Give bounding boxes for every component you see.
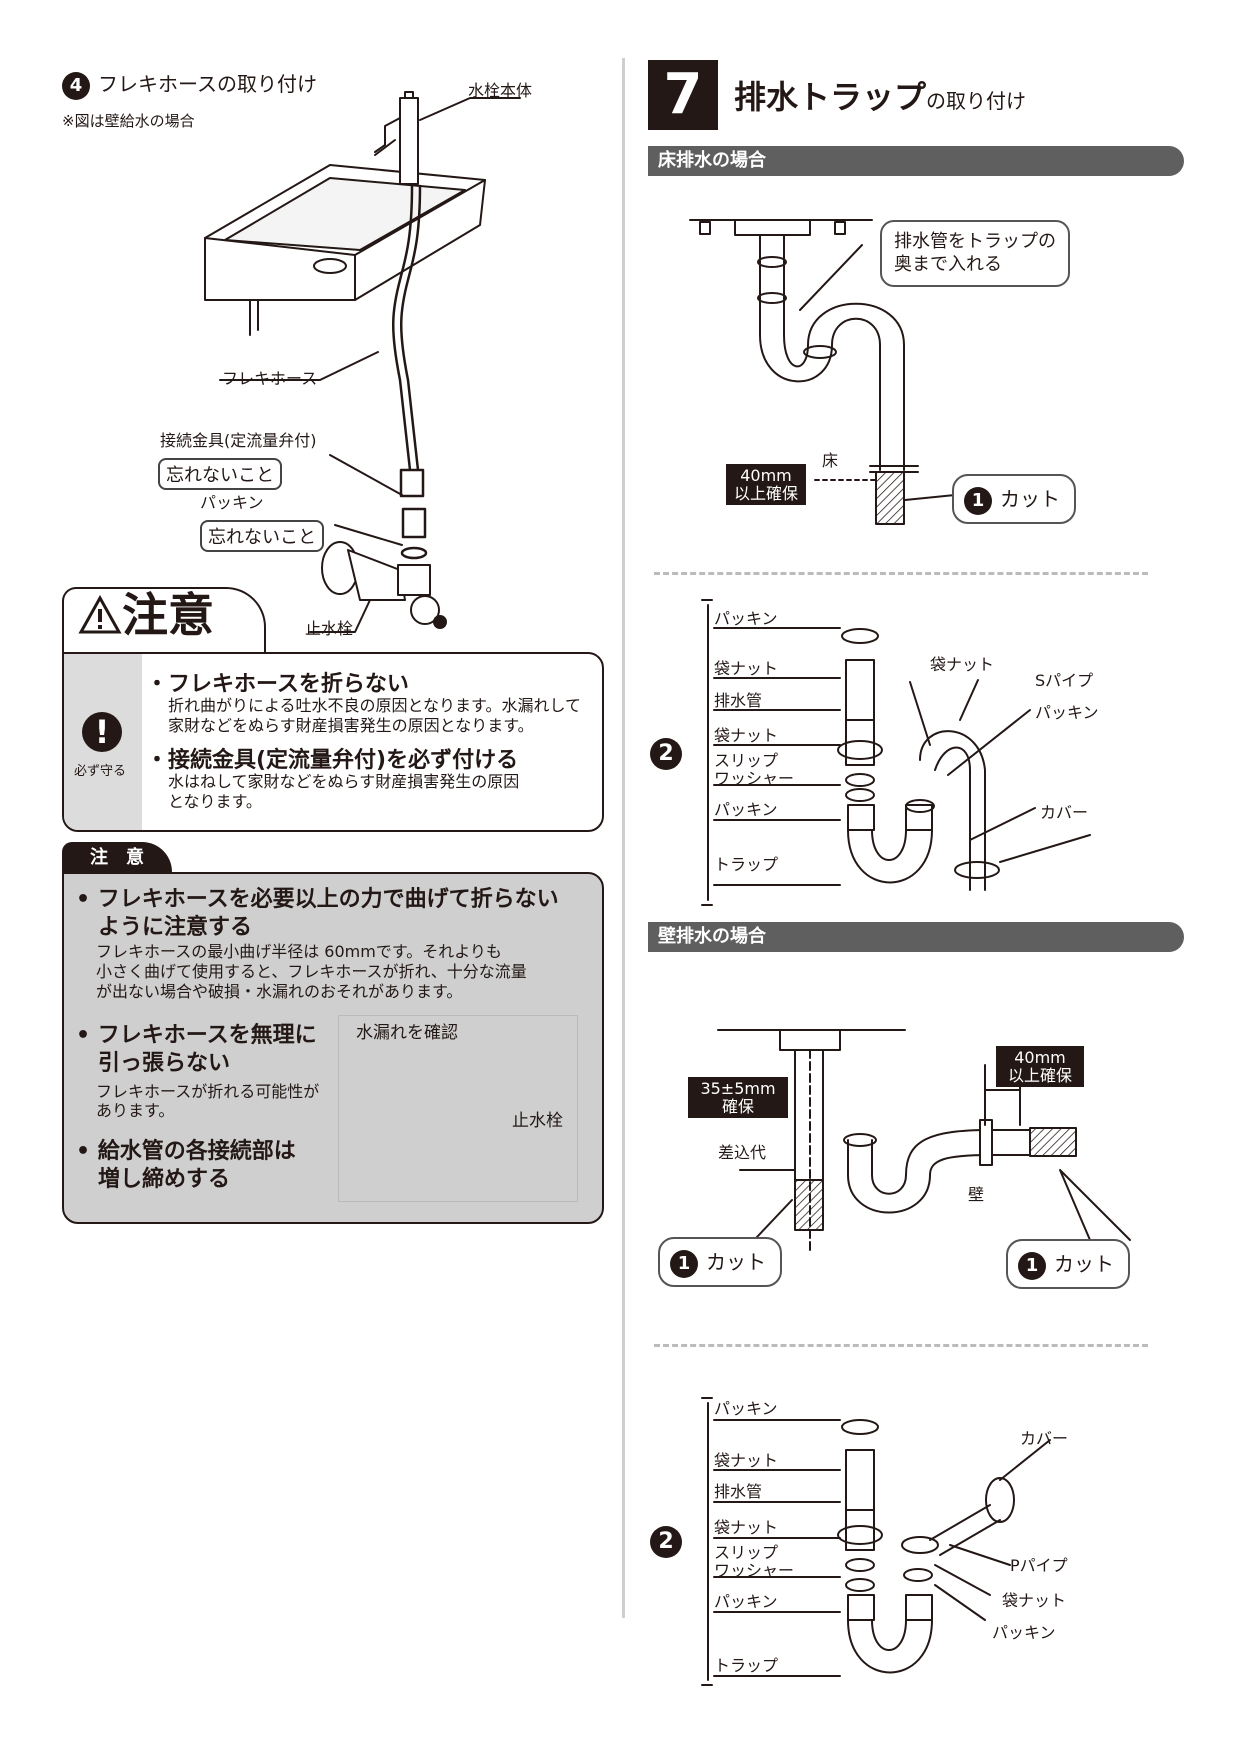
column-divider: [622, 58, 625, 1618]
floor-part-cover: カバー: [1040, 803, 1089, 822]
step7-number-box: 7: [648, 60, 718, 130]
wall-cut-label-left: カット: [706, 1250, 766, 1274]
step7-title-main: 排水トラップ: [734, 78, 927, 116]
floor-drain-bar: 床排水の場合: [648, 146, 1184, 176]
warning-item-2-body: 水はねして家財などをぬらす財産損害発生の原因 となります。: [168, 772, 520, 811]
exclamation-icon: !: [82, 712, 122, 752]
wall-part-packing-right: パッキン: [992, 1623, 1056, 1642]
warning-triangle-icon: [78, 594, 122, 634]
step7-title: 排水トラップの取り付け: [734, 72, 1026, 118]
floor-cut-label: カット: [1000, 487, 1060, 511]
warning-tab: [62, 587, 266, 657]
caution-item-3-heading: • 給水管の各接続部は 増し締めする: [76, 1139, 296, 1192]
wall-part-nut-2: 袋ナット: [714, 1518, 779, 1537]
warning-title: 注意: [78, 592, 214, 638]
wall-cut-label-right: カット: [1054, 1252, 1114, 1276]
wall-parts-number: 2: [650, 1526, 682, 1558]
basin-illustration: [204, 164, 486, 336]
wall-cut-number-left: 1: [670, 1249, 698, 1278]
wall-part-nut-right: 袋ナット: [1002, 1591, 1067, 1610]
wall-divider-dashed: [654, 1344, 1148, 1347]
floor-part-drain-pipe: 排水管: [714, 691, 763, 710]
stop-valve-illustration: [321, 541, 447, 629]
warning-item-1-heading: ・フレキホースを折らない: [146, 672, 409, 697]
floor-part-packing-right: パッキン: [1035, 703, 1099, 722]
floor-part-nut-2: 袋ナット: [714, 726, 779, 745]
must-follow-label: 必ず守る: [74, 764, 127, 779]
label-faucet-body: 水栓本体: [468, 81, 533, 100]
wall-cut-number-right: 1: [1018, 1251, 1046, 1280]
wall-drain-bar: 壁排水の場合: [648, 922, 1184, 952]
floor-part-packing-2: パッキン: [714, 800, 778, 819]
wall-part-packing-2: パッキン: [714, 1592, 778, 1611]
floor-part-nut-1: 袋ナット: [714, 659, 779, 678]
floor-part-slip-washer: スリップ ワッシャー: [714, 751, 795, 789]
floor-clearance: 40mm 以上確保: [726, 464, 806, 506]
floor-part-trap: トラップ: [714, 855, 779, 874]
faucet-illustration: [374, 91, 419, 185]
caution-item-1-body: フレキホースの最小曲げ半径は 60mmです。それよりも 小さく曲げて使用すると、…: [96, 942, 527, 1001]
wall-cut-callout-right: 1 カット: [1006, 1239, 1130, 1289]
floor-parts-number: 2: [650, 738, 682, 770]
caution-box: • フレキホースを必要以上の力で曲げて折らない ように注意する フレキホースの最…: [62, 872, 604, 1224]
step4-title: フレキホースの取り付け: [98, 72, 317, 96]
wall-part-nut-1: 袋ナット: [714, 1451, 779, 1470]
wall-part-p-pipe: Pパイプ: [1010, 1556, 1068, 1575]
floor-cut-callout: 1 カット: [952, 474, 1076, 524]
step4-heading: 4 フレキホースの取り付け: [62, 68, 317, 100]
caution-item-1-heading: • フレキホースを必要以上の力で曲げて折らない ように注意する: [76, 887, 559, 940]
floor-part-packing-1: パッキン: [714, 609, 778, 628]
warning-box: ! 必ず守る ・フレキホースを折らない 折れ曲がりによる吐水不良の原因となります…: [62, 652, 604, 832]
inset-leak-check-label: 水漏れを確認: [356, 1023, 458, 1043]
label-packing: パッキン: [200, 493, 264, 512]
caution-inset: [338, 1015, 578, 1202]
wall-part-trap: トラップ: [714, 1656, 779, 1675]
wall-clearance: 40mm 以上確保: [996, 1046, 1084, 1088]
wall-part-packing-1: パッキン: [714, 1399, 778, 1418]
warning-item-1-body: 折れ曲がりによる吐水不良の原因となります。水漏れして 家財などをぬらす財産損害発…: [168, 696, 581, 735]
wall-part-slip-washer: スリップ ワッシャー: [714, 1543, 795, 1581]
warning-icon-panel: ! 必ず守る: [64, 654, 142, 830]
step7-title-sub: の取り付け: [926, 89, 1027, 113]
warning-title-text: 注意: [122, 588, 214, 642]
warning-item-2-heading: ・接続金具(定流量弁付)を必ず付ける: [146, 748, 519, 773]
floor-divider-dashed: [654, 572, 1148, 575]
floor-label: 床: [822, 451, 839, 470]
wall-insert-depth: 差込代: [718, 1143, 767, 1162]
wall-label: 壁: [968, 1185, 985, 1204]
wall-part-cover: カバー: [1020, 1429, 1069, 1448]
step4-note: ※図は壁給水の場合: [62, 112, 195, 130]
label-connector: 接続金具(定流量弁付): [160, 431, 317, 450]
label-flex-hose: フレキホース: [222, 369, 318, 388]
wall-part-drain-pipe: 排水管: [714, 1482, 763, 1501]
flex-hose-illustration: [391, 184, 428, 560]
dont-forget-packing: 忘れないこと: [200, 520, 324, 552]
floor-part-nut-right: 袋ナット: [930, 655, 995, 674]
caution-item-2-heading: • フレキホースを無理に 引っ張らない: [76, 1023, 317, 1076]
floor-callout: 排水管をトラップの 奥まで入れる: [880, 220, 1070, 287]
wall-ensure: 35±5mm 確保: [688, 1077, 788, 1119]
caution-item-2-body: フレキホースが折れる可能性が あります。: [96, 1082, 320, 1121]
label-stop-valve: 止水栓: [305, 619, 354, 638]
inset-stop-valve-label: 止水栓: [512, 1111, 563, 1131]
wall-cut-callout-left: 1 カット: [658, 1237, 782, 1287]
floor-cut-number: 1: [964, 486, 992, 515]
dont-forget-connector: 忘れないこと: [158, 458, 282, 490]
caution-tab: 注 意: [62, 842, 172, 874]
floor-part-s-pipe: Sパイプ: [1035, 671, 1094, 690]
step4-number: 4: [62, 71, 90, 100]
